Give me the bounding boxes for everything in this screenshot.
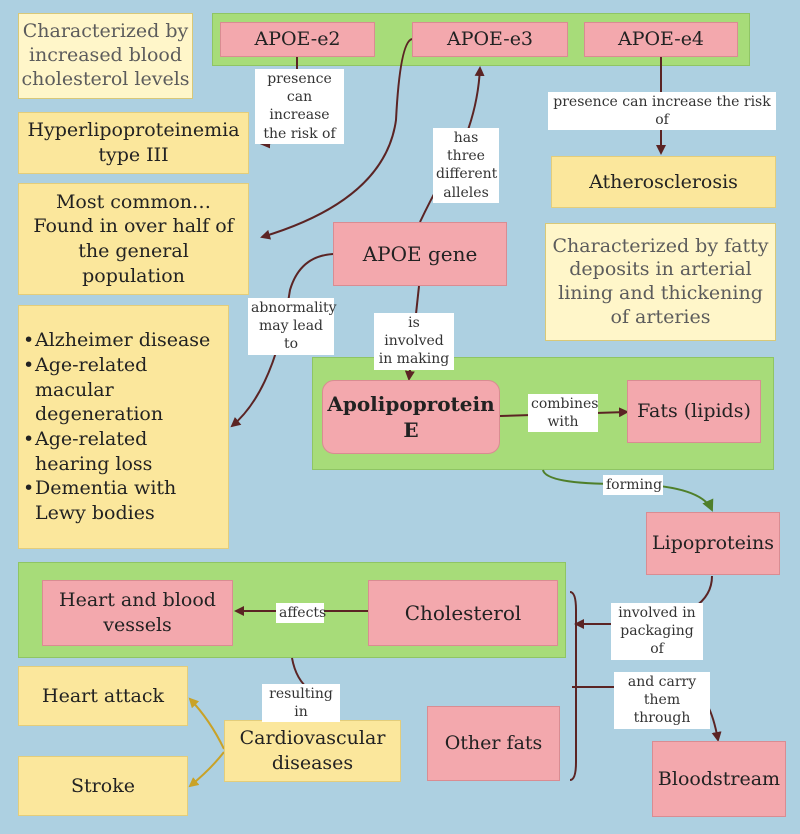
label-has-three-alleles: has three different alleles [433, 128, 499, 203]
label-abnormality: abnormality may lead to [248, 298, 337, 355]
label-carry-through: and carry them through [614, 672, 710, 729]
disease-item: Age-related hearing loss [23, 427, 224, 476]
apolipoprotein-e-node[interactable]: Apolipoprotein E [322, 380, 500, 454]
label-involved-packaging: involved in packaging of [611, 603, 703, 660]
apoe-e2-node[interactable]: APOE-e2 [220, 22, 375, 57]
label-affects: affects [276, 603, 326, 624]
cardiovascular-diseases-node[interactable]: Cardiovascular diseases [224, 720, 401, 782]
label-presence-can-increase: presence can increase the risk of [255, 69, 344, 144]
disease-item: Age-related macular degeneration [23, 353, 224, 427]
atherosclerosis-note: Characterized by fatty deposits in arter… [545, 223, 776, 341]
diseases-list-node[interactable]: Alzheimer disease Age-related macular de… [18, 305, 229, 549]
cholesterol-node[interactable]: Cholesterol [368, 580, 558, 646]
label-involved-in-making: is involved in making [374, 313, 454, 370]
disease-item: Dementia with Lewy bodies [23, 476, 224, 525]
apoe-gene-node[interactable]: APOE gene [333, 222, 507, 286]
most-common-allele-node[interactable]: Most common… Found in over half of the g… [18, 183, 249, 295]
lipoproteins-node[interactable]: Lipoproteins [646, 512, 780, 575]
hyperlipoproteinemia-node[interactable]: Hyperlipoproteinemia type III [18, 112, 249, 174]
diseases-list: Alzheimer disease Age-related macular de… [23, 328, 224, 526]
atherosclerosis-node[interactable]: Atherosclerosis [551, 156, 776, 208]
apoe-e3-node[interactable]: APOE-e3 [412, 22, 568, 57]
disease-item: Alzheimer disease [23, 328, 224, 353]
apoe-e4-node[interactable]: APOE-e4 [584, 22, 738, 57]
link-cardio-to-heart-attack [188, 697, 225, 750]
label-presence-increase-risk: presence can increase the risk of [548, 92, 776, 131]
link-cardio-to-stroke [188, 751, 225, 788]
heart-attack-node[interactable]: Heart attack [18, 666, 188, 726]
fats-lipids-node[interactable]: Fats (lipids) [627, 380, 761, 443]
cholesterol-levels-note: Characterized by increased blood cholest… [18, 13, 193, 99]
bloodstream-node[interactable]: Bloodstream [652, 741, 786, 817]
link-e3-to-most-common [260, 38, 413, 240]
label-resulting-in: resulting in [262, 684, 340, 723]
other-fats-node[interactable]: Other fats [427, 706, 560, 781]
label-forming: forming [603, 475, 663, 496]
heart-blood-vessels-node[interactable]: Heart and blood vessels [42, 580, 233, 646]
bracket [569, 591, 577, 781]
label-combines-with: combines with [528, 394, 598, 433]
stroke-node[interactable]: Stroke [18, 756, 188, 816]
